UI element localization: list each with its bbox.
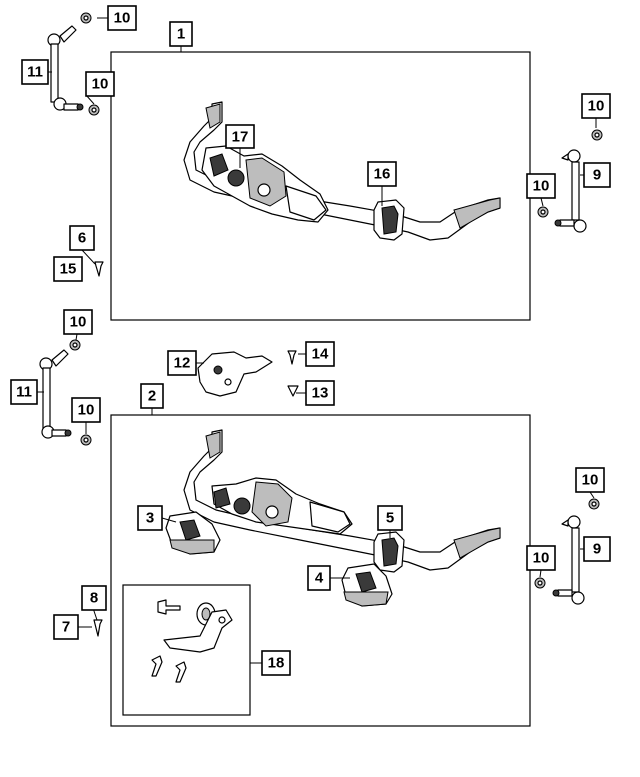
stabilizer-bar-icon	[183, 429, 501, 571]
stabilizer-actuator-icon	[201, 145, 329, 223]
svg-text:14: 14	[312, 346, 329, 363]
nut-icon	[88, 104, 100, 116]
svg-text:10: 10	[582, 472, 599, 489]
callout-6: 6	[69, 225, 95, 251]
svg-text:2: 2	[148, 388, 156, 405]
bolt-icon	[287, 385, 299, 397]
bracket-icon	[163, 609, 233, 653]
callout-10: 10	[85, 71, 115, 97]
svg-text:15: 15	[60, 261, 77, 278]
svg-text:12: 12	[174, 355, 191, 372]
bracket-icon	[197, 351, 273, 397]
callout-16: 16	[367, 161, 397, 187]
callout-10: 10	[526, 545, 556, 571]
callout-7: 7	[53, 614, 79, 640]
callout-11: 11	[21, 59, 49, 85]
callout-2: 2	[140, 383, 164, 409]
svg-text:10: 10	[70, 314, 87, 331]
bolt-icon	[94, 261, 104, 277]
callout-18: 18	[261, 650, 291, 676]
svg-text:5: 5	[386, 510, 394, 527]
bushing-icon	[373, 531, 405, 573]
callout-9: 9	[583, 162, 611, 188]
svg-text:16: 16	[374, 166, 391, 183]
nut-icon	[69, 339, 81, 351]
svg-text:8: 8	[90, 590, 98, 607]
nut-icon	[80, 434, 92, 446]
bushing-icon	[373, 199, 405, 241]
bolt-icon	[151, 655, 163, 677]
svg-text:6: 6	[78, 230, 86, 247]
nut-icon	[80, 12, 92, 24]
stabilizer-actuator-icon	[211, 477, 353, 535]
bushing-retainer-icon	[341, 563, 393, 607]
svg-text:10: 10	[533, 178, 550, 195]
callout-15: 15	[53, 256, 83, 282]
callout-3: 3	[137, 505, 163, 531]
callout-10: 10	[581, 93, 611, 119]
callout-17: 17	[225, 124, 255, 149]
callout-14: 14	[305, 341, 335, 367]
svg-text:10: 10	[588, 98, 605, 115]
callout-12: 12	[167, 350, 197, 376]
svg-text:10: 10	[114, 10, 131, 27]
callout-5: 5	[377, 505, 403, 531]
bolt-icon	[175, 661, 187, 683]
callout-10: 10	[71, 397, 101, 423]
bushing-retainer-icon	[165, 511, 221, 555]
svg-text:18: 18	[268, 655, 285, 672]
stabilizer-bar-icon	[183, 101, 501, 241]
svg-text:17: 17	[232, 129, 249, 146]
svg-text:9: 9	[593, 167, 601, 184]
callout-10: 10	[107, 5, 137, 31]
nut-icon	[588, 498, 600, 510]
nut-icon	[534, 577, 546, 589]
svg-text:9: 9	[593, 541, 601, 558]
svg-text:3: 3	[146, 510, 154, 527]
callout-11: 11	[10, 379, 38, 405]
svg-text:11: 11	[16, 384, 32, 401]
callout-4: 4	[307, 565, 331, 591]
callout-8: 8	[81, 585, 107, 611]
stabilizer-link-icon	[39, 349, 72, 439]
bolt-icon	[157, 599, 181, 615]
bolt-icon	[93, 619, 103, 637]
stabilizer-link-icon	[554, 149, 587, 233]
nut-icon	[537, 206, 549, 218]
svg-text:13: 13	[312, 385, 329, 402]
svg-text:4: 4	[315, 570, 324, 587]
bolt-icon	[287, 350, 297, 365]
callout-9: 9	[583, 536, 611, 562]
svg-text:10: 10	[92, 76, 109, 93]
callout-10: 10	[575, 467, 605, 493]
assembly-frame-upper	[110, 51, 531, 321]
svg-text:11: 11	[27, 64, 43, 81]
callout-1: 1	[169, 21, 193, 47]
kit-frame	[122, 584, 251, 716]
stabilizer-link-icon	[552, 515, 585, 605]
svg-text:7: 7	[62, 619, 70, 636]
callout-13: 13	[305, 380, 335, 406]
stabilizer-link-icon	[47, 25, 84, 111]
callout-10: 10	[526, 173, 556, 199]
svg-text:10: 10	[78, 402, 95, 419]
nut-icon	[591, 129, 603, 141]
svg-text:1: 1	[177, 26, 185, 43]
callout-10: 10	[63, 309, 93, 335]
svg-text:10: 10	[533, 550, 550, 567]
